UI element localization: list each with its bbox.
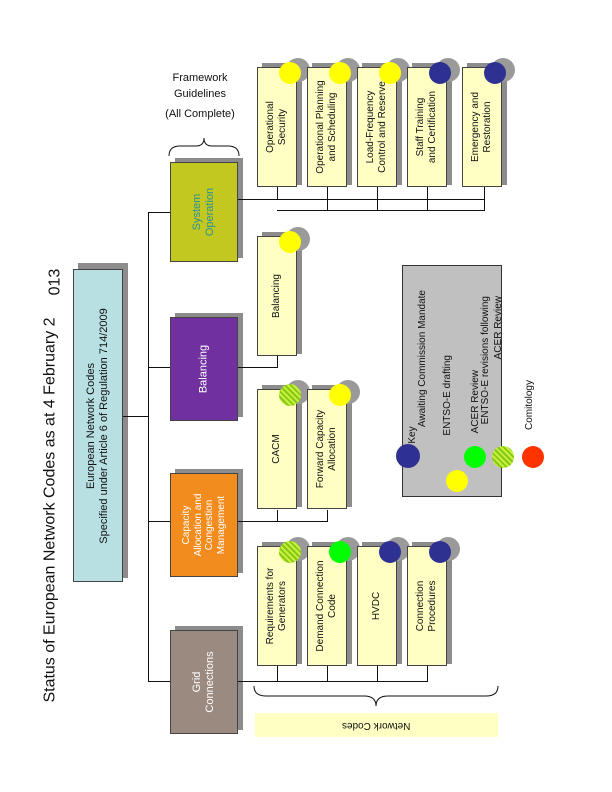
connector [148,212,170,213]
page-title-main: Status of European Network Codes as at 4… [41,317,59,703]
code-balancing: Balancing [257,236,297,356]
connector [427,187,428,211]
key-label-comitology: Comitology [524,380,535,431]
category-grid-connections: Grid Connections [170,630,238,734]
connector [327,666,328,682]
category-capacity: Capacity Allocation and Congestion Manag… [170,473,238,577]
key-acer-review-dot [464,446,486,468]
code-staff-training: Staff Training and Certification [407,67,447,187]
status-awaiting-dot [429,541,451,563]
connector [327,510,328,522]
page-title-suffix: 013 [46,268,64,296]
connector [238,521,328,522]
connector [327,187,328,211]
connector [238,681,428,682]
connector [238,367,278,368]
code-forward-capacity: Forward Capacity Allocation [307,389,347,509]
connector [277,666,278,682]
connector [277,510,278,522]
key-comitology-dot [522,446,544,468]
key-label-awaiting: Awaiting Commission Mandate [417,290,428,428]
connector [427,666,428,682]
status-drafting-dot [279,62,301,84]
connector [377,666,378,682]
framework-label: Framework Guidelines (All Complete) [165,72,235,120]
framework-brace [168,137,240,157]
root-line2: Specified under Article 6 of Regulation … [98,307,110,544]
network-codes-brace [253,685,499,707]
status-awaiting-dot [484,62,506,84]
key-revisions-dot [492,446,514,468]
key-awaiting-dot [396,444,420,468]
status-revisions-dot [279,541,301,563]
connector [377,187,378,211]
connector [238,199,485,200]
status-drafting-dot [329,384,351,406]
code-connection-procedures: Connection Procedures [407,546,447,666]
status-awaiting-dot [379,541,401,563]
status-revisions-dot [279,384,301,406]
key-drafting-dot [446,470,468,492]
root-box: European Network Codes Specified under A… [73,269,123,582]
network-codes-label: Network Codes [255,713,498,737]
status-awaiting-dot [429,62,451,84]
connector [148,367,170,368]
code-operational-planning: Operational Planning and Scheduling [307,67,347,187]
connector [484,187,485,211]
code-hvdc: HVDC [357,546,397,666]
root-line1: European Network Codes [84,362,97,489]
status-drafting-dot [329,62,351,84]
key-label-revisions: ENTSO-E revisions following ACER Review [480,296,504,425]
code-load-frequency: Load-Frequency Control and Reserve [357,67,397,187]
key-label-drafting: ENTSO-E drafting [442,355,453,436]
code-operational-security: Operational Security [257,67,297,187]
category-system-operation: System Operation [170,162,238,262]
status-acer-review-dot [329,541,351,563]
connector [277,187,278,199]
connector [277,356,278,368]
connector [123,416,149,417]
connector [277,210,485,211]
connector [148,521,170,522]
code-cacm: CACM [257,389,297,509]
category-balancing: Balancing [170,317,238,421]
connector [148,681,170,682]
code-demand-connection: Demand Connection Code [307,546,347,666]
spine [148,212,149,682]
code-emergency-restoration: Emergency and Restoration [462,67,502,187]
code-requirements-generators: Requirements for Generators [257,546,297,666]
status-drafting-dot [379,62,401,84]
status-drafting-dot [279,231,301,253]
